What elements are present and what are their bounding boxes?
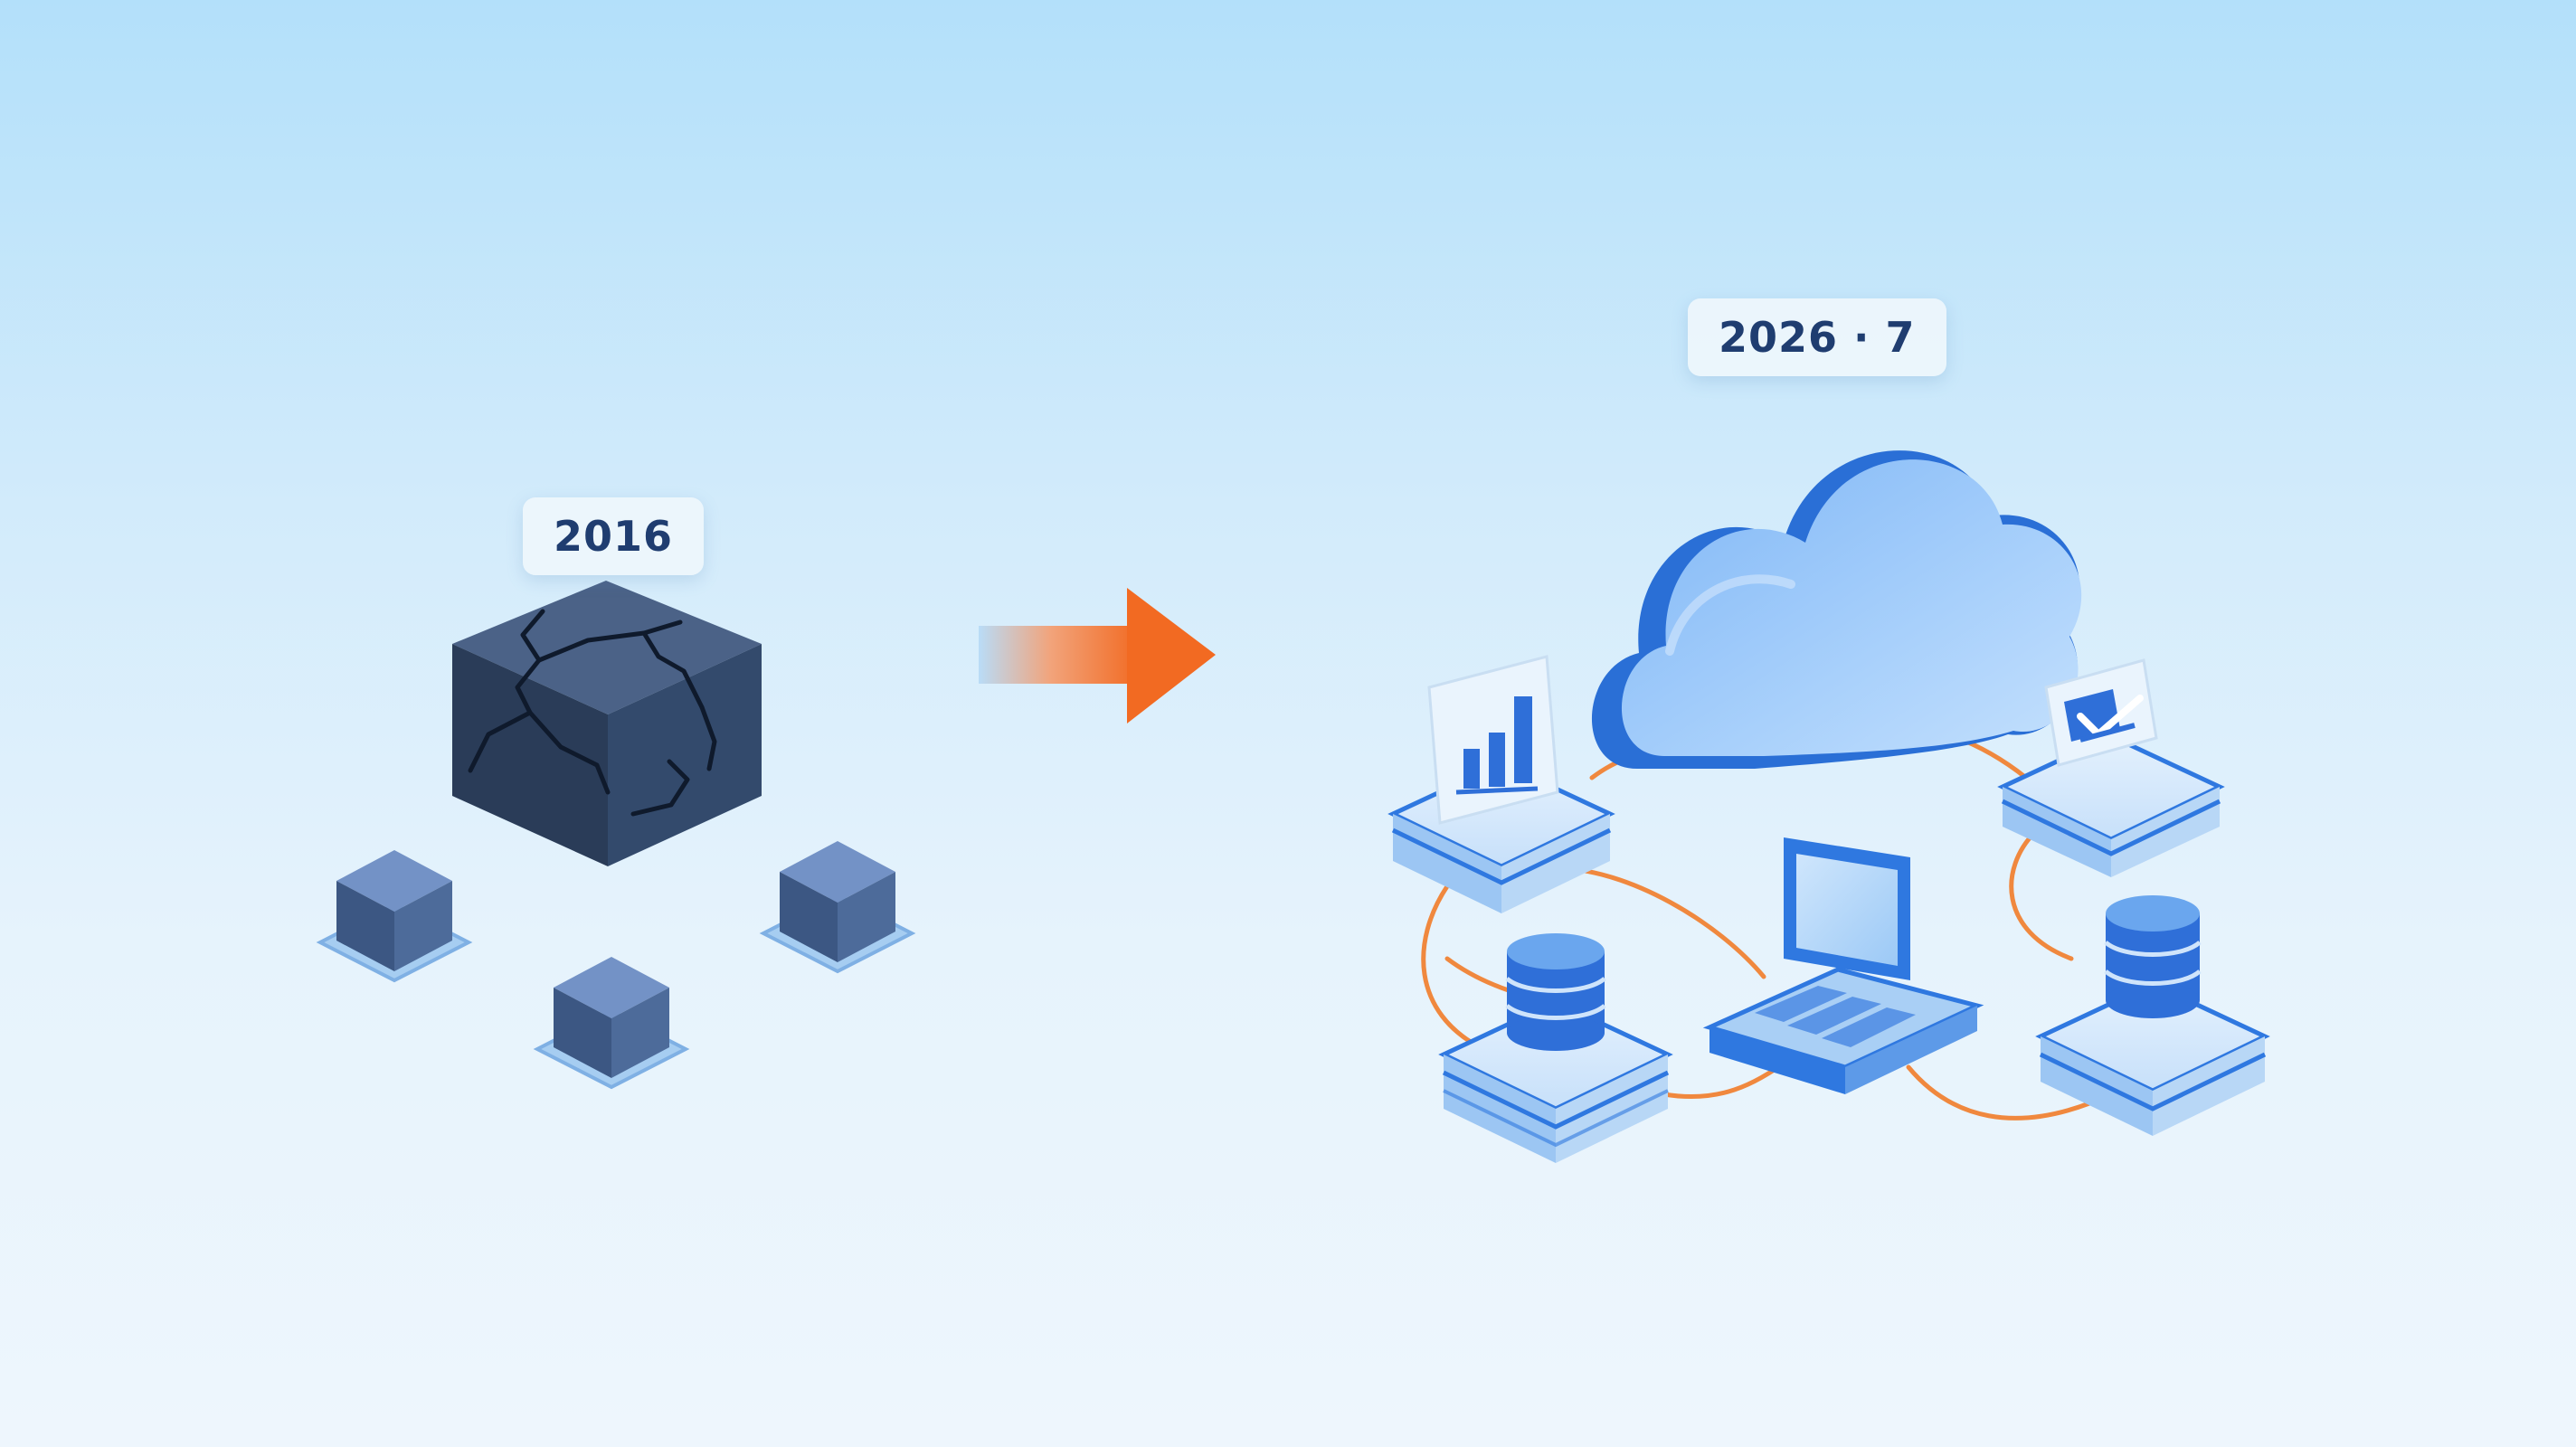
database-icon <box>1505 933 1606 1051</box>
database-icon <box>2104 895 2202 1018</box>
document-node <box>1997 658 2225 877</box>
database-node <box>1438 933 1673 1163</box>
laptop-icon <box>1702 837 1984 1094</box>
small-module-cube-icon <box>316 841 916 1090</box>
cracked-monolith-cube-icon <box>452 581 762 866</box>
check-document-icon <box>2044 658 2158 767</box>
analytics-node <box>1387 655 1615 913</box>
year-label-2016: 2016 <box>523 497 705 575</box>
year-label-2026: 2026 · 7 <box>1688 298 1946 376</box>
bar-chart-icon <box>1427 655 1559 825</box>
cloud-architecture <box>1387 450 2270 1163</box>
database-node <box>2035 895 2270 1136</box>
migration-arrow-icon <box>979 588 1216 724</box>
legacy-system <box>316 581 916 1090</box>
cloud-icon <box>1591 450 2082 769</box>
